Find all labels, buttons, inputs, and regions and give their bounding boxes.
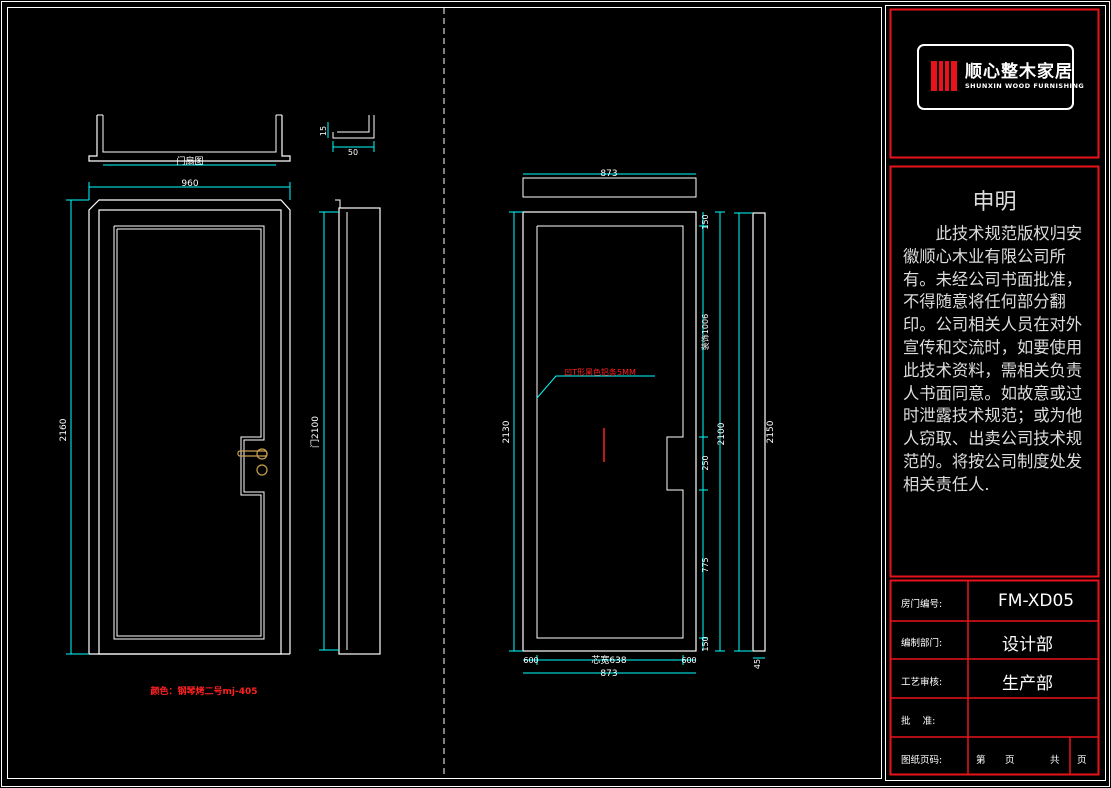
left-frame-label: 门扇图 — [176, 155, 203, 167]
page-mid: 页 — [1005, 755, 1015, 766]
drawing-area-border — [7, 7, 882, 779]
logo-name: 顺心整木家居 — [965, 62, 1073, 82]
right-stile-right: 600 — [681, 656, 696, 665]
left-height-dim: 2160 — [59, 418, 69, 441]
notice-frame — [889, 165, 1100, 578]
right-panel-width: 芯宽638 — [591, 654, 626, 666]
page-total-prefix: 共 — [1050, 755, 1060, 766]
logo-subtitle: SHUNXIN WOOD FURNISHING — [965, 82, 1085, 90]
dept-label: 编制部门: — [901, 638, 943, 649]
notice-title: 申明 — [972, 190, 1017, 215]
process-label: 工艺审核: — [901, 677, 943, 688]
title-column-border — [885, 5, 1106, 781]
casing-h-dim: 15 — [319, 126, 328, 136]
page-prefix: 第 — [976, 755, 986, 766]
right-top-width: 873 — [600, 169, 617, 179]
right-thickness: 45 — [753, 659, 762, 669]
casing-w-dim: 50 — [348, 148, 358, 157]
page-label: 图纸页码: — [901, 755, 943, 766]
right-door-view — [509, 173, 766, 674]
left-width-dim: 960 — [181, 179, 198, 189]
color-note: 颜色：钢琴烤二号mj-405 — [151, 685, 258, 697]
page-suffix: 页 — [1077, 755, 1087, 766]
left-inner-height-dim: 门2100 — [309, 416, 321, 448]
right-lower-panel: 775 — [701, 557, 710, 572]
logo-frame — [889, 8, 1100, 159]
handle-lever — [237, 450, 268, 457]
notice-body: 此技术规范版权归安徽顺心木业有限公司所有。未经公司书面批准，不得随意将任何部分翻… — [903, 224, 1083, 494]
approve-label: 批 准: — [901, 716, 936, 727]
right-upper-panel: 装饰1006 — [700, 314, 710, 350]
left-door-view — [66, 114, 381, 655]
door-number-label: 房门编号: — [901, 599, 943, 610]
dept-value: 设计部 — [1002, 635, 1053, 655]
logo-mark-icon — [931, 61, 957, 91]
lock-cylinder — [256, 464, 268, 476]
process-value: 生产部 — [1002, 674, 1053, 694]
right-lock-rail: 250 — [701, 455, 710, 470]
door-number-value: FM-XD05 — [998, 591, 1075, 611]
right-bottom-width: 873 — [600, 669, 617, 679]
right-height-left: 2130 — [502, 420, 512, 443]
right-side-height: 2150 — [766, 420, 776, 443]
company-logo: 顺心整木家居 SHUNXIN WOOD FURNISHING — [917, 44, 1084, 110]
right-bottom-rail: 150 — [701, 636, 710, 651]
aluminum-strip-note: 凹T形黑色铝条5MM — [564, 367, 636, 377]
title-block-frame — [889, 579, 1100, 776]
right-stile-left: 600 — [523, 656, 538, 665]
right-mid-total: 2100 — [717, 422, 727, 445]
right-top-rail: 150 — [701, 214, 710, 229]
